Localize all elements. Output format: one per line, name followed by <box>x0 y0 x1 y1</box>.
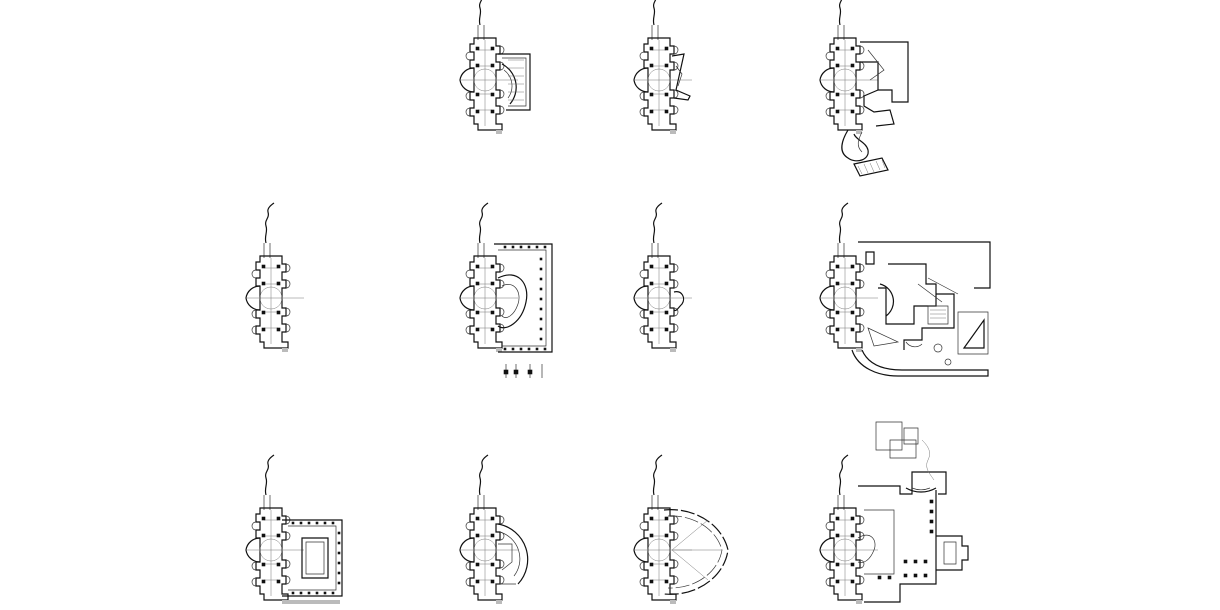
plan-r3c3 <box>633 454 729 605</box>
plan-r3c2 <box>459 454 529 605</box>
plan-r3c1 <box>245 454 343 605</box>
plan-r3c4 <box>819 421 969 605</box>
plan-r1c4 <box>819 0 909 177</box>
plan-r2c1 <box>245 202 305 353</box>
plan-r2c2 <box>459 202 553 378</box>
plan-r2c3 <box>633 202 693 353</box>
plan-r1c2 <box>459 0 531 135</box>
plan-r1c3 <box>633 0 693 135</box>
plan-r2c4 <box>819 202 991 377</box>
